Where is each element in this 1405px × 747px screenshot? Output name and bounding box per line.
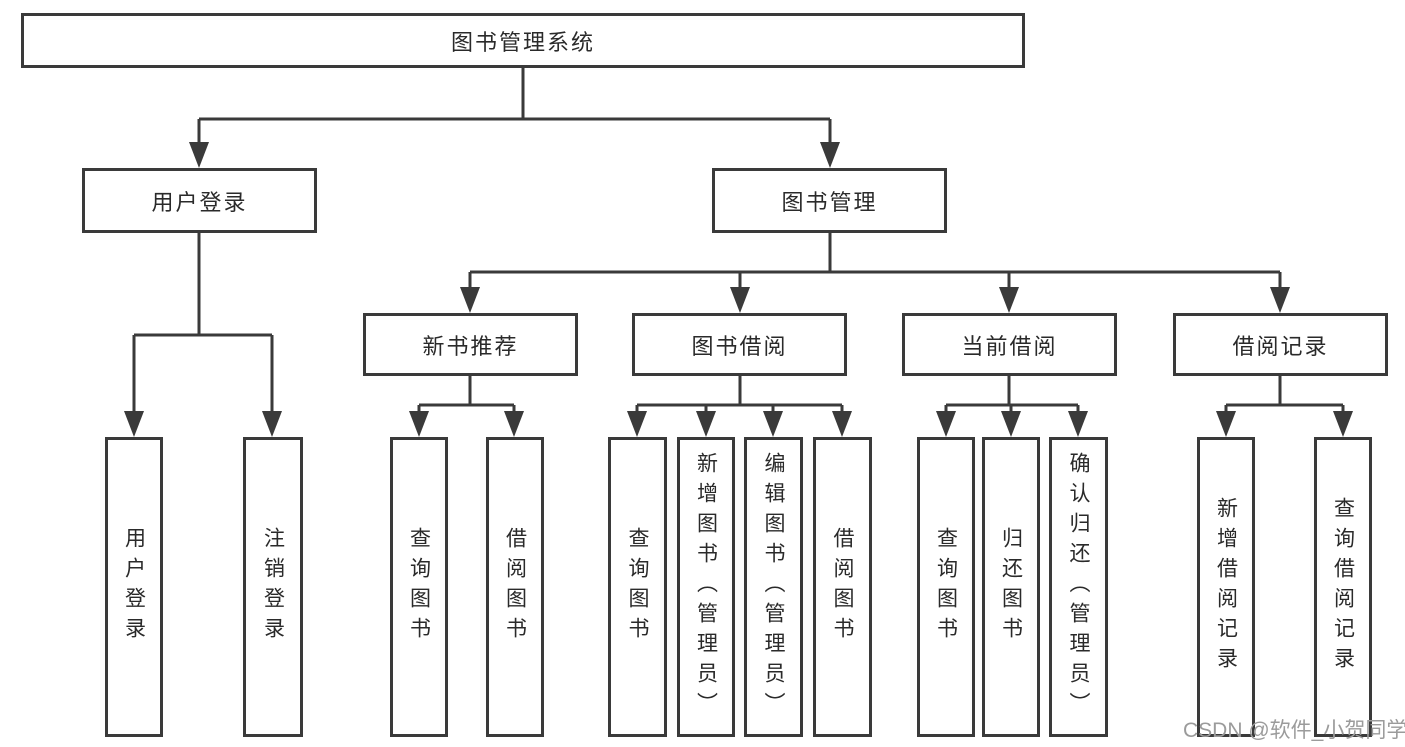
connector-root-to-level2 — [197, 68, 832, 146]
node-leaf-borrow-books-borrowing-label: 借阅图书 — [831, 527, 854, 647]
node-leaf-borrow-books-recommend: 借阅图书 — [486, 437, 544, 737]
node-new-book-recommend: 新书推荐 — [363, 313, 578, 376]
arrowhead-new-book-recommend — [460, 287, 480, 313]
node-leaf-query-books-current-label: 查询图书 — [934, 527, 958, 647]
node-book-management: 图书管理 — [712, 168, 947, 233]
connector-book-management-children — [468, 233, 1282, 290]
node-leaf-add-borrow-record: 新增借阅记录 — [1197, 437, 1255, 737]
connector-borrowing-records-children — [1224, 376, 1345, 414]
node-leaf-query-books-recommend-label: 查询图书 — [407, 527, 431, 647]
connector-current-borrowing-children — [944, 376, 1080, 414]
node-root-label: 图书管理系统 — [450, 29, 595, 55]
connector-new-book-recommend-children — [417, 376, 516, 414]
node-leaf-query-books-current: 查询图书 — [917, 437, 975, 737]
connector-user-login-children — [132, 233, 274, 414]
arrowhead-confirm-return-admin — [1068, 411, 1088, 437]
connector-book-borrowing-children — [635, 376, 844, 414]
node-leaf-add-books-admin: 新增图书（管理员） — [677, 437, 735, 737]
node-leaf-user-login-label: 用户登录 — [122, 527, 146, 647]
arrowhead-leaf-user-login — [124, 411, 144, 437]
node-borrowing-records: 借阅记录 — [1173, 313, 1388, 376]
arrowhead-add-books-admin — [696, 411, 716, 437]
node-leaf-return-books-label: 归还图书 — [999, 527, 1023, 647]
arrowhead-query-books-borrowing — [627, 411, 647, 437]
node-leaf-borrow-books-borrowing: 借阅图书 — [813, 437, 872, 737]
node-leaf-logout-login: 注销登录 — [243, 437, 303, 737]
node-leaf-return-books: 归还图书 — [982, 437, 1040, 737]
node-root: 图书管理系统 — [21, 13, 1025, 68]
node-current-borrowing: 当前借阅 — [902, 313, 1117, 376]
arrowhead-query-borrow-record — [1333, 411, 1353, 437]
node-user-login: 用户登录 — [82, 168, 317, 233]
node-leaf-edit-books-admin-label: 编辑图书（管理员） — [762, 452, 785, 722]
arrowhead-borrow-books-borrowing — [832, 411, 852, 437]
node-leaf-confirm-return-admin: 确认归还（管理员） — [1049, 437, 1108, 737]
node-book-management-label: 图书管理 — [781, 189, 878, 215]
node-book-borrowing: 图书借阅 — [632, 313, 847, 376]
node-leaf-query-books-borrowing-label: 查询图书 — [626, 527, 649, 647]
node-leaf-query-books-borrowing: 查询图书 — [608, 437, 667, 737]
arrowhead-borrowing-records — [1270, 287, 1290, 313]
watermark-text: CSDN @软件_小贺同学 — [1183, 719, 1405, 742]
arrowhead-user-login — [189, 142, 209, 168]
arrowhead-edit-books-admin — [763, 411, 783, 437]
node-leaf-query-books-recommend: 查询图书 — [390, 437, 448, 737]
node-current-borrowing-label: 当前借阅 — [961, 333, 1058, 359]
node-leaf-edit-books-admin: 编辑图书（管理员） — [744, 437, 803, 737]
arrowhead-add-borrow-record — [1216, 411, 1236, 437]
arrowhead-query-books-current — [936, 411, 956, 437]
node-borrowing-records-label: 借阅记录 — [1232, 333, 1329, 359]
arrowhead-return-books — [1001, 411, 1021, 437]
node-leaf-query-borrow-record-label: 查询借阅记录 — [1331, 497, 1355, 677]
arrowhead-book-borrowing — [730, 287, 750, 313]
node-leaf-query-borrow-record: 查询借阅记录 — [1314, 437, 1372, 737]
node-book-borrowing-label: 图书借阅 — [691, 333, 788, 359]
arrowhead-book-management — [820, 142, 840, 168]
node-leaf-add-books-admin-label: 新增图书（管理员） — [694, 452, 718, 722]
node-user-login-label: 用户登录 — [151, 189, 248, 215]
node-new-book-recommend-label: 新书推荐 — [422, 333, 519, 359]
node-leaf-confirm-return-admin-label: 确认归还（管理员） — [1067, 452, 1090, 722]
arrowhead-leaf-logout-login — [262, 411, 282, 437]
node-leaf-user-login: 用户登录 — [105, 437, 163, 737]
arrowhead-current-borrowing — [999, 287, 1019, 313]
node-leaf-add-borrow-record-label: 新增借阅记录 — [1214, 497, 1238, 677]
node-leaf-logout-login-label: 注销登录 — [261, 527, 285, 647]
node-leaf-borrow-books-recommend-label: 借阅图书 — [503, 527, 527, 647]
arrowhead-borrow-books-recommend — [504, 411, 524, 437]
arrowhead-query-books-recommend — [409, 411, 429, 437]
